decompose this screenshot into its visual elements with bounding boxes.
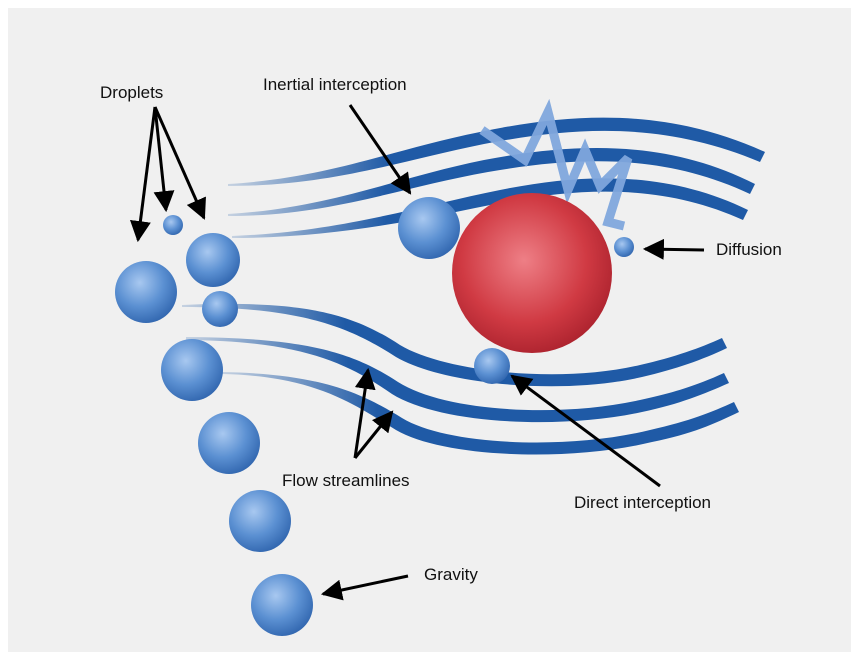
arrow-streamlines-2 <box>353 410 394 459</box>
droplet-direct <box>474 348 510 384</box>
droplet-small <box>163 215 183 235</box>
label-flow-streamlines: Flow streamlines <box>282 471 410 490</box>
arrow-streamlines-1 <box>353 367 376 459</box>
droplet <box>202 291 238 327</box>
arrow-droplets-1 <box>129 106 157 243</box>
droplet <box>115 261 177 323</box>
arrow-diffusion <box>642 238 705 260</box>
upper-streamlines <box>228 117 765 238</box>
labels: Droplets Inertial interception Diffusion… <box>100 75 782 584</box>
label-inertial-interception: Inertial interception <box>263 75 407 94</box>
arrow-droplets-2 <box>153 106 175 213</box>
streamline-upper-2 <box>228 147 755 216</box>
streamline-upper-1 <box>228 117 765 186</box>
diagram-background <box>8 8 851 652</box>
arrow-inertial <box>348 104 412 195</box>
arrow-gravity <box>320 574 409 601</box>
droplet <box>161 339 223 401</box>
droplet <box>198 412 260 474</box>
label-diffusion: Diffusion <box>716 240 782 259</box>
collector-sphere <box>452 193 612 353</box>
streamline-upper-3 <box>232 178 748 238</box>
arrow-droplets-3 <box>153 106 206 220</box>
droplet-diffusion <box>614 237 634 257</box>
streamline-lower-3 <box>222 372 739 455</box>
lower-streamlines <box>182 303 739 455</box>
droplet <box>229 490 291 552</box>
streamline-lower-1 <box>182 303 727 387</box>
pointer-arrows <box>129 104 705 601</box>
streamline-lower-2 <box>186 337 729 423</box>
arrow-direct <box>510 374 661 488</box>
label-gravity: Gravity <box>424 565 478 584</box>
droplet <box>186 233 240 287</box>
droplet-inertial <box>398 197 460 259</box>
droplets <box>115 197 634 636</box>
label-droplets: Droplets <box>100 83 163 102</box>
droplet-gravity <box>251 574 313 636</box>
label-direct-interception: Direct interception <box>574 493 711 512</box>
diffusion-path <box>479 98 633 231</box>
